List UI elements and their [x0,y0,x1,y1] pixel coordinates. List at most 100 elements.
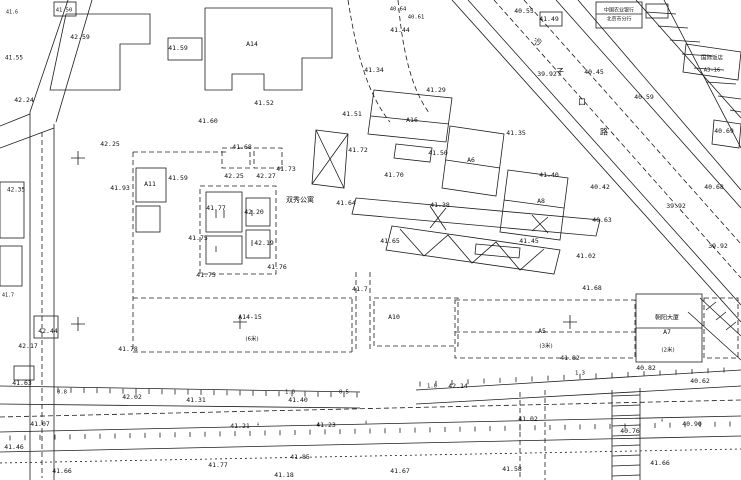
svg-text:42.25: 42.25 [100,140,120,148]
svg-text:41.68: 41.68 [232,143,252,151]
svg-text:41.6: 41.6 [6,10,18,16]
svg-text:42.14: 42.14 [448,382,468,390]
svg-text:41.72: 41.72 [348,146,368,154]
svg-text:A14: A14 [246,40,258,48]
svg-text:41.51: 41.51 [342,110,362,118]
svg-text:41.7: 41.7 [352,285,368,293]
svg-text:42.35: 42.35 [7,187,25,194]
svg-text:41.38: 41.38 [430,201,450,209]
svg-text:41.76: 41.76 [267,263,287,271]
svg-text:41.49: 41.49 [539,15,559,23]
svg-text:A14-15: A14-15 [238,313,262,321]
svg-text:沙: 沙 [534,38,542,47]
svg-text:41.46: 41.46 [4,443,24,451]
svg-text:41.29: 41.29 [426,86,446,94]
svg-text:(3米): (3米) [539,342,552,350]
svg-text:A11: A11 [144,180,156,188]
svg-text:40.64: 40.64 [390,7,407,13]
svg-text:42.27: 42.27 [256,172,276,180]
svg-text:42.02: 42.02 [122,393,142,401]
svg-text:↓: ↓ [364,419,368,426]
svg-text:40.63: 40.63 [592,216,612,224]
svg-text:41.52: 41.52 [254,99,274,107]
svg-text:41.50: 41.50 [428,149,448,157]
svg-text:40.59: 40.59 [634,93,654,101]
svg-text:40.69: 40.69 [714,127,734,135]
svg-text:口: 口 [578,98,586,107]
svg-text:41.66: 41.66 [52,467,72,475]
svg-text:1.3: 1.3 [575,371,585,377]
buildings-layer [0,1,741,381]
svg-text:41.82: 41.82 [560,354,580,362]
svg-text:A5: A5 [538,327,546,335]
svg-text:41.77: 41.77 [208,461,228,469]
svg-text:(6米): (6米) [245,335,258,343]
svg-text:1.0: 1.0 [427,384,437,390]
svg-text:↓: ↓ [660,417,664,424]
svg-text:40.82: 40.82 [636,364,656,372]
svg-text:↓: ↓ [316,421,320,428]
svg-text:40.90: 40.90 [682,420,702,428]
svg-text:39.92: 39.92 [666,202,686,210]
svg-text:41.02: 41.02 [518,415,538,423]
svg-text:41.59: 41.59 [168,44,188,52]
svg-text:0.5: 0.5 [339,390,349,396]
svg-text:41.02: 41.02 [576,252,596,260]
svg-text:41.40: 41.40 [539,171,559,179]
svg-text:41.7: 41.7 [2,293,14,299]
svg-text:41.45: 41.45 [519,237,539,245]
svg-text:40.61: 40.61 [408,15,425,21]
svg-text:路: 路 [600,127,608,137]
svg-text:41.34: 41.34 [364,66,384,74]
svg-text:41.77: 41.77 [206,204,226,212]
svg-text:41.68: 41.68 [582,284,602,292]
svg-text:41.21: 41.21 [230,422,250,430]
svg-text:42.19: 42.19 [254,239,274,247]
svg-text:1.0: 1.0 [285,390,295,396]
svg-text:41.70: 41.70 [384,171,404,179]
svg-text:42.24: 42.24 [14,96,34,104]
svg-text:40.76: 40.76 [620,427,640,435]
boundaries-layer [132,147,739,359]
svg-text:41.44: 41.44 [390,26,410,34]
symbols-layer [9,151,731,441]
svg-text:A3-16: A3-16 [704,68,721,74]
svg-text:A16: A16 [406,116,418,124]
svg-text:42.25: 42.25 [224,172,244,180]
svg-text:北京市分行: 北京市分行 [606,16,631,23]
svg-text:42.44: 42.44 [38,327,58,335]
svg-text:41.64: 41.64 [336,199,356,207]
svg-text:41.60: 41.60 [198,117,218,125]
svg-text:A7: A7 [663,328,671,336]
svg-text:42.59: 42.59 [70,33,90,41]
svg-text:双秀公寓: 双秀公寓 [286,195,314,204]
svg-text:A6: A6 [467,156,475,164]
svg-text:41.18: 41.18 [274,471,294,479]
svg-text:40.55: 40.55 [514,7,534,15]
svg-text:41.75: 41.75 [188,234,208,242]
svg-text:42.17: 42.17 [18,342,38,350]
svg-text:41.65: 41.65 [380,237,400,245]
svg-text:↓: ↓ [256,421,260,428]
svg-text:41.73: 41.73 [276,165,296,173]
svg-text:41.78: 41.78 [118,345,138,353]
svg-text:40.42: 40.42 [590,183,610,191]
svg-text:40.62: 40.62 [690,377,710,385]
svg-text:41.50: 41.50 [56,8,73,14]
svg-text:41.67: 41.67 [390,467,410,475]
svg-text:41.75: 41.75 [196,271,216,279]
svg-text:39.92: 39.92 [708,242,728,250]
svg-text:中国农业银行: 中国农业银行 [604,7,634,14]
svg-text:国际饭店: 国际饭店 [701,54,724,62]
svg-text:41.55: 41.55 [5,55,23,62]
svg-text:41.58: 41.58 [502,465,522,473]
svg-text:0.8: 0.8 [57,390,67,396]
svg-text:42.20: 42.20 [244,208,264,216]
svg-text:40.68: 40.68 [704,183,724,191]
svg-text:41.63: 41.63 [12,379,32,387]
svg-text:41.40: 41.40 [288,396,308,404]
svg-text:A8: A8 [537,197,545,205]
